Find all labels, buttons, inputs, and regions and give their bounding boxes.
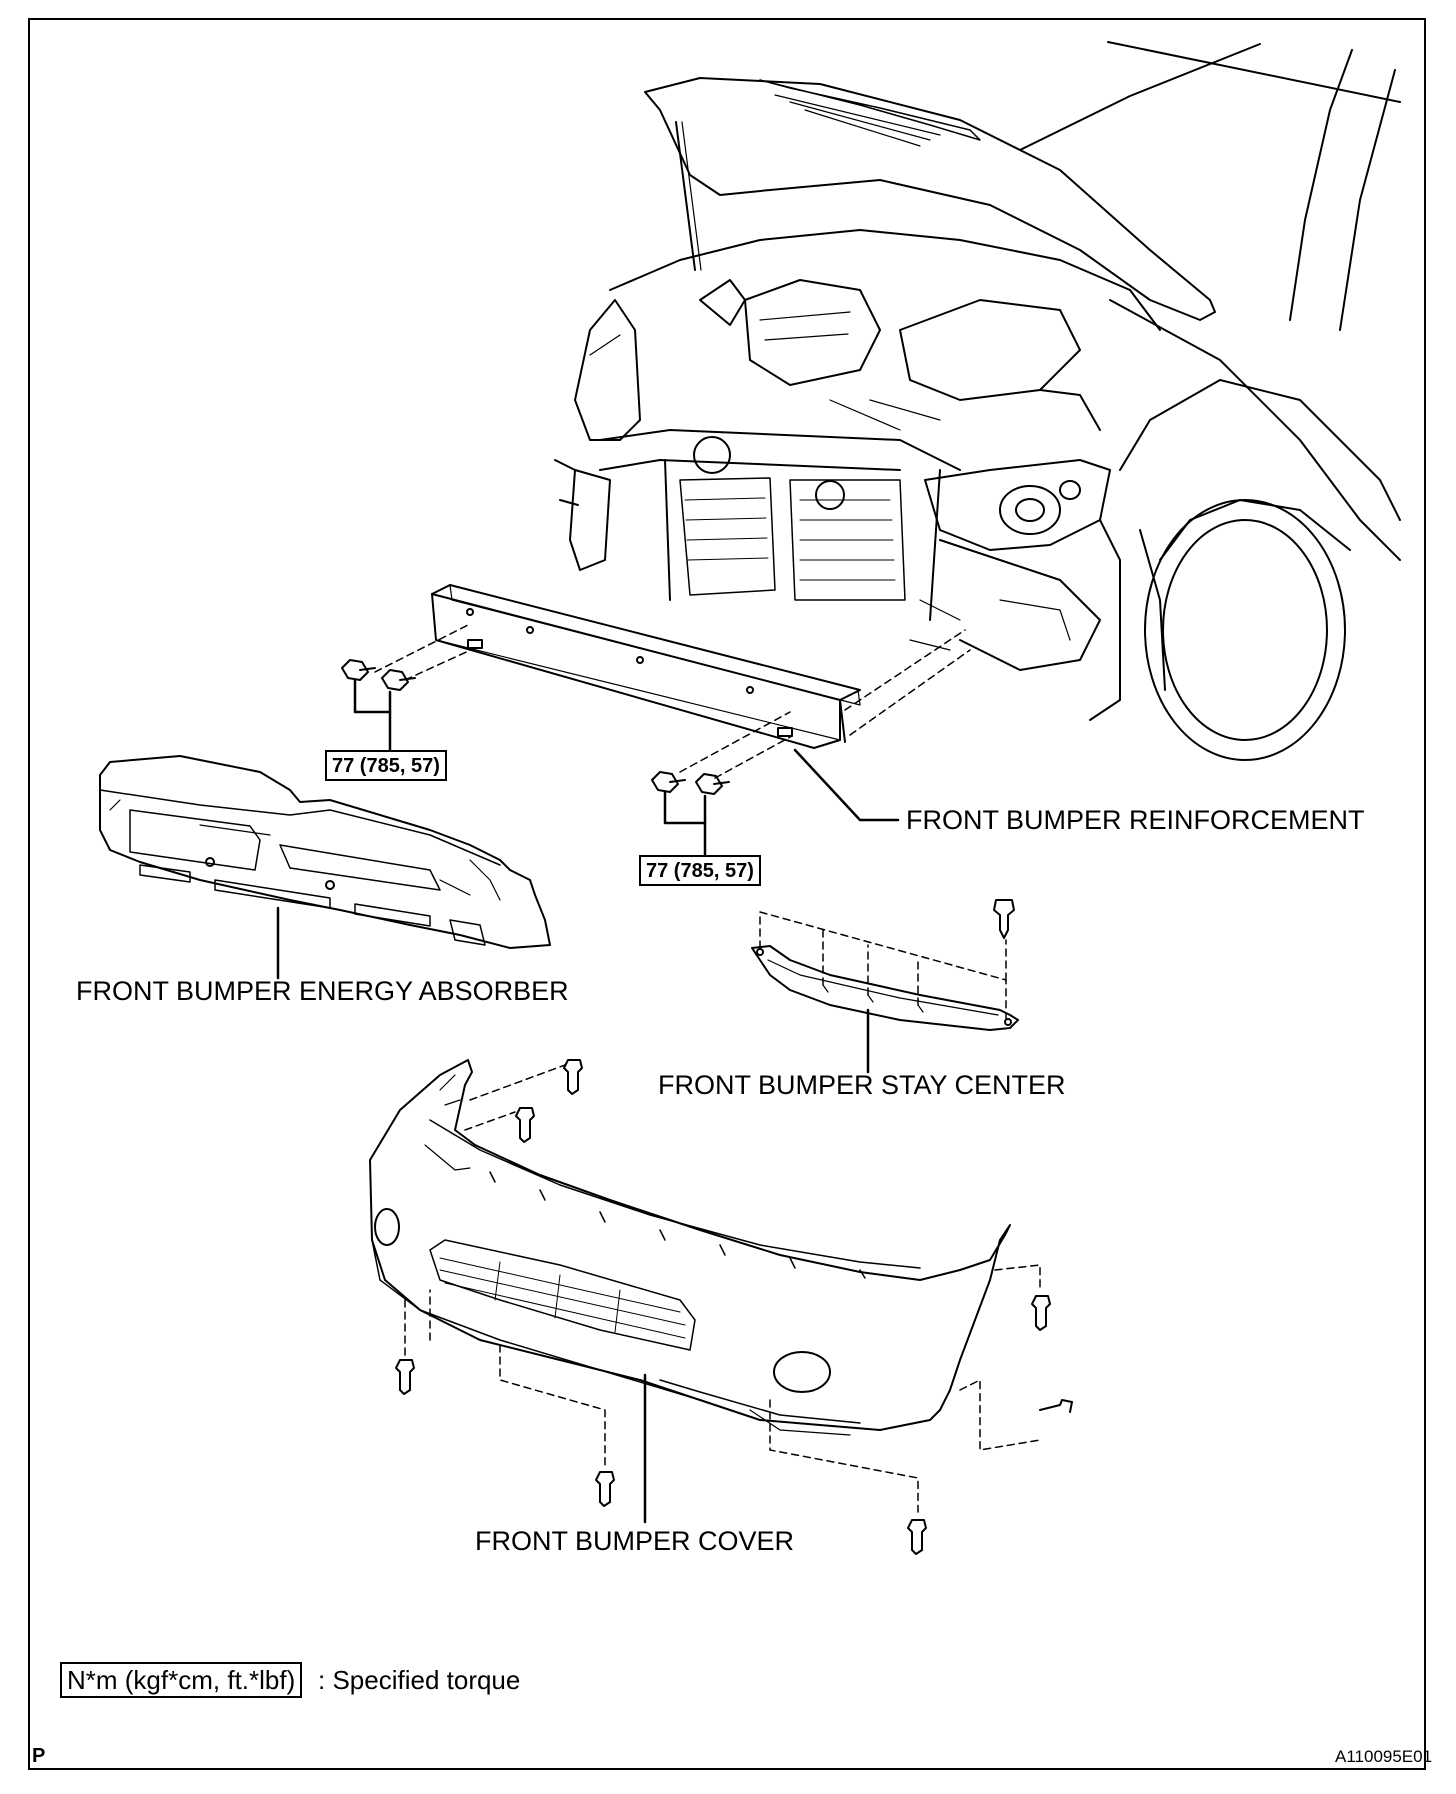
stay-center-part <box>751 899 1019 1074</box>
figure-id: A110095E01 <box>1335 1747 1433 1766</box>
label-front-bumper-stay-center: FRONT BUMPER STAY CENTER <box>658 1070 1066 1100</box>
reinforcement-part <box>431 584 900 822</box>
bolt-set-right <box>651 771 730 857</box>
alignment-dashes <box>374 624 971 779</box>
label-front-bumper-energy-absorber: FRONT BUMPER ENERGY ABSORBER <box>76 976 569 1006</box>
legend-torque-description: : Specified torque <box>318 1665 521 1695</box>
torque-spec-right: 77 (785, 57) <box>639 855 761 886</box>
vehicle-outline <box>554 41 1401 761</box>
bumper-cover-part <box>369 1059 1011 1524</box>
legend-torque-unit: N*m (kgf*cm, ft.*lbf) <box>60 1662 303 1699</box>
cover-fasteners <box>395 1059 1073 1555</box>
page-mark: P <box>32 1745 46 1767</box>
label-front-bumper-cover: FRONT BUMPER COVER <box>475 1526 795 1556</box>
energy-absorber-part <box>99 755 551 980</box>
label-front-bumper-reinforcement: FRONT BUMPER REINFORCEMENT <box>906 805 1365 835</box>
diagram-frame <box>28 18 1426 1770</box>
bolt-set-left <box>341 659 416 752</box>
torque-spec-left: 77 (785, 57) <box>325 750 447 781</box>
